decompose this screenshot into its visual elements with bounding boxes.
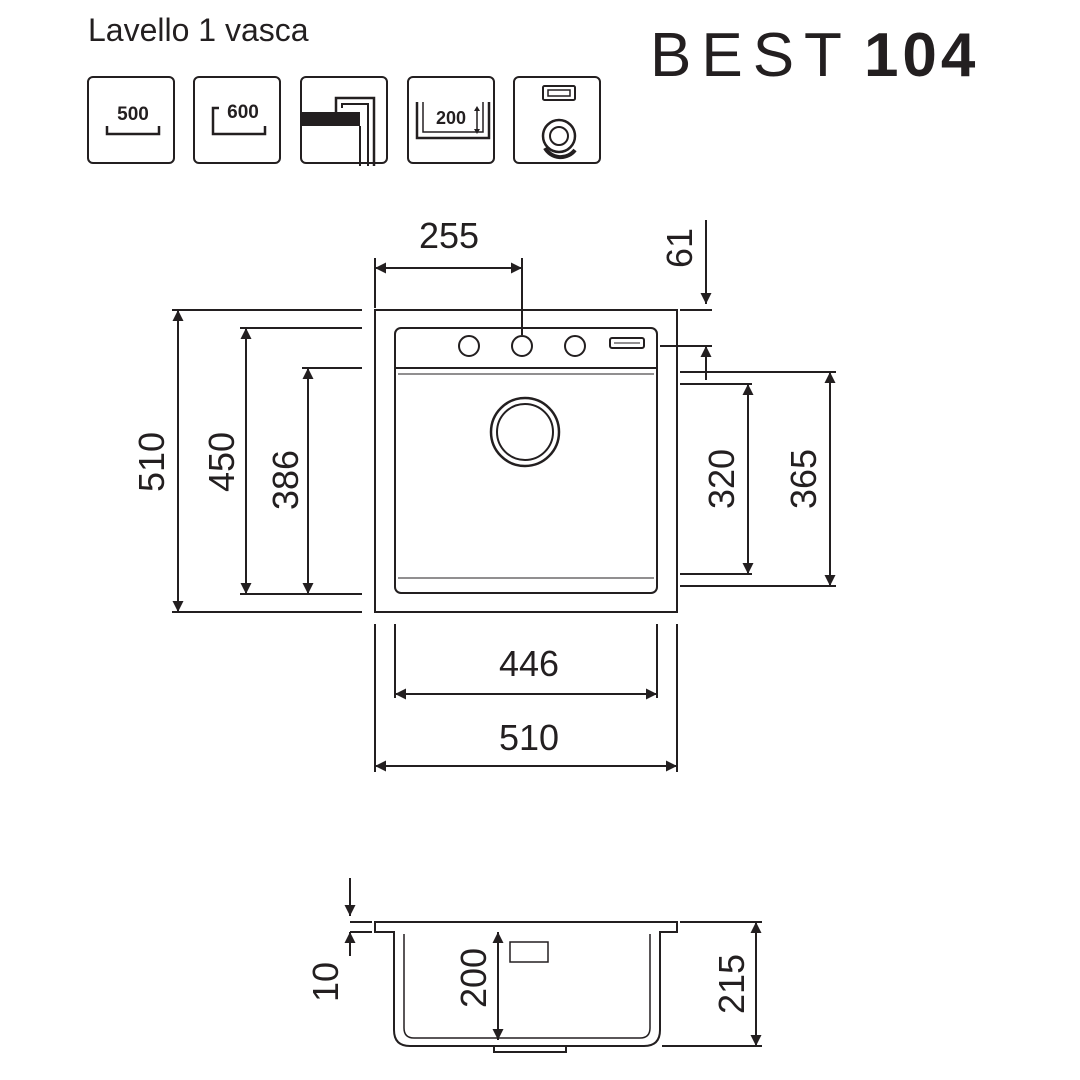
dim-bowl-depth-a: 320 [701,449,742,509]
dim-side-rim: 10 [305,962,346,1002]
sink-outer-outline [374,309,678,613]
dim-rim-back: 61 [659,228,700,268]
cabinet-500-icon: 500 [87,76,175,164]
dim-inner-height: 450 [201,432,242,492]
bowl-depth-200-icon: 200 [407,76,495,164]
dim-outer-width: 510 [499,717,559,758]
dim-bowl-height: 386 [265,450,306,510]
overflow-slot [609,337,645,349]
dim-side-total-depth: 215 [711,954,752,1014]
dim-tap-offset: 255 [419,215,479,256]
cabinet-600-icon: 600 [193,76,281,164]
dim-side-bowl-depth: 200 [453,948,494,1008]
drain-overflow-icon [513,76,601,164]
product-subtitle: Lavello 1 vasca [88,12,309,48]
drain-circle [489,396,561,468]
countertop-mount-icon [300,76,388,166]
tap-holes [458,335,586,357]
sink-inner-outline [394,327,658,594]
model-number: 104 [863,21,980,90]
dim-outer-height: 510 [131,432,172,492]
side-section-view [374,921,678,1053]
model-name: BEST [650,21,852,90]
dim-inner-width: 446 [499,643,559,684]
cabinet-600-label: 600 [227,102,259,123]
dim-bowl-depth-b: 365 [783,449,824,509]
bowl-depth-200-label: 200 [436,108,466,128]
cabinet-500-label: 500 [117,104,149,125]
